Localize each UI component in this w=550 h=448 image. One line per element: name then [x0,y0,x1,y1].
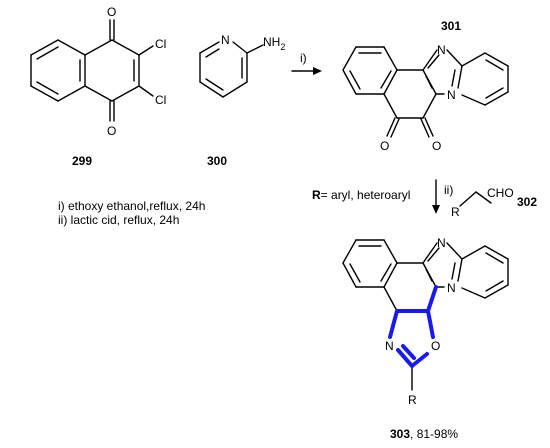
r-definition-label: R [312,188,321,202]
compound-302-structure [459,191,492,207]
r-definition: R= aryl, heteroaryl [312,188,410,202]
amine-nh: NH [263,35,280,49]
reaction-arrow-step-i [291,67,322,75]
compound-303-structure [342,239,509,391]
oxazoline-ring-highlight [388,285,438,368]
atom-nitrogen-label: N [221,33,230,47]
atom-oxygen-label: O [432,139,441,153]
atom-nitrogen-label: N [437,236,446,250]
compound-301-structure [342,46,509,138]
compound-300-structure [199,41,264,98]
compound-299-label: 299 [72,154,92,168]
atom-chlorine-label: Cl [155,37,166,51]
condition-step-ii: ii) lactic cid, reflux, 24h [58,213,179,227]
compound-302-label: 302 [517,195,537,209]
atom-oxygen-label: O [107,5,116,19]
compound-299-structure [30,19,154,122]
atom-nitrogen-label: N [385,339,394,353]
atom-r-label: R [408,393,417,407]
atom-nitrogen-label: N [447,88,456,102]
atom-r-label: R [451,205,460,219]
aldehyde-cho-label: CHO [487,186,514,200]
atom-nitrogen-label: N [437,43,446,57]
condition-step-i: i) ethoxy ethanol,reflux, 24h [58,199,205,213]
atom-oxygen-label: O [380,139,389,153]
compound-300-label: 300 [207,154,227,168]
atom-amine-label: NH2 [263,35,285,52]
r-definition-text: = aryl, heteroaryl [321,188,411,202]
atom-chlorine-label: Cl [155,93,166,107]
atom-nitrogen-label: N [447,281,456,295]
atom-oxygen-label: O [107,124,116,138]
step-i-marker: i) [300,51,307,65]
compound-303-label: 303 [390,427,410,441]
compound-303-yield: , 81-98% [410,427,458,441]
compound-301-label: 301 [441,19,461,33]
step-ii-marker: ii) [444,183,453,197]
amine-subscript: 2 [280,42,285,52]
compound-303-caption: 303, 81-98% [390,427,458,441]
atom-oxygen-label: O [431,339,440,353]
reaction-arrow-step-ii [432,179,440,214]
